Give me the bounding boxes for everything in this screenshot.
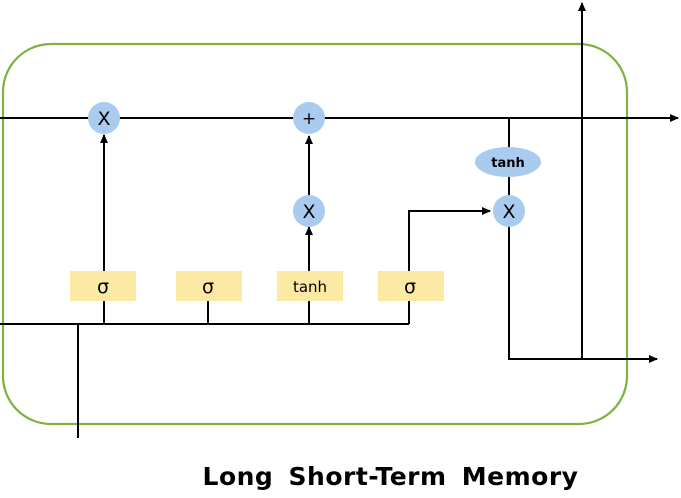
gate-candidate-label: tanh: [293, 278, 327, 296]
diagram-caption: Long Short-Term Memory: [202, 462, 579, 491]
gate-output-label: σ: [404, 276, 416, 298]
gate-forget-label: σ: [97, 276, 109, 298]
forget-multiply-symbol: X: [97, 108, 110, 130]
gate-candidate: tanh: [277, 271, 343, 301]
output-tanh-op: tanh: [475, 147, 541, 177]
forget-multiply-op: X: [88, 102, 120, 134]
gate-forget: σ: [70, 271, 136, 301]
gate-input-label: σ: [202, 276, 214, 298]
gate-input: σ: [176, 271, 242, 301]
add-op: +: [293, 102, 325, 134]
output-multiply-symbol: X: [502, 201, 515, 223]
input-multiply-symbol: X: [302, 201, 315, 223]
hidden-output-line: [508, 226, 658, 363]
gate-output: σ: [378, 271, 444, 301]
output-tanh-label: tanh: [491, 156, 525, 171]
input-multiply-op: X: [293, 195, 325, 227]
cell-boundary: [1, 42, 629, 426]
output-multiply-op: X: [493, 195, 525, 227]
output-gate-line: [408, 207, 491, 324]
add-symbol: +: [302, 109, 316, 129]
